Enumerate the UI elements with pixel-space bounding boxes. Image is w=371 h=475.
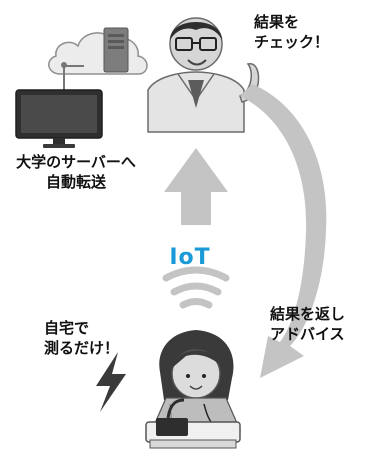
doctor-check-label: 結果を チェック！: [254, 12, 329, 52]
patient-measure-label: 自宅で 測るだけ！: [44, 318, 119, 358]
server-label-line1: 大学のサーバーへ: [16, 153, 136, 171]
monitor-icon: [15, 89, 103, 148]
lightning-icon: [96, 352, 126, 412]
patient-label-line2: 測るだけ！: [44, 339, 120, 357]
doctor-label-line2: チェック！: [254, 33, 330, 51]
cloud-server-icon: [48, 27, 148, 75]
advice-label-line1: 結果を返し: [270, 305, 346, 323]
doctor-illustration: [147, 17, 260, 133]
server-transfer-label: 大学のサーバーへ 自動転送: [6, 152, 146, 192]
iot-label: IoT: [169, 245, 211, 270]
doctor-label-line1: 結果を: [254, 13, 300, 31]
server-label-line2: 自動転送: [45, 173, 106, 191]
advice-label-line2: アドバイス: [270, 325, 345, 343]
advice-label: 結果を返し アドバイス: [270, 304, 345, 344]
patient-label-line1: 自宅で: [44, 319, 90, 337]
patient-illustration: [145, 330, 241, 449]
feedback-arrow: [240, 84, 327, 378]
upload-arrow: [164, 148, 228, 225]
network-node: [61, 62, 67, 68]
wifi-signal-icon: [162, 266, 230, 309]
